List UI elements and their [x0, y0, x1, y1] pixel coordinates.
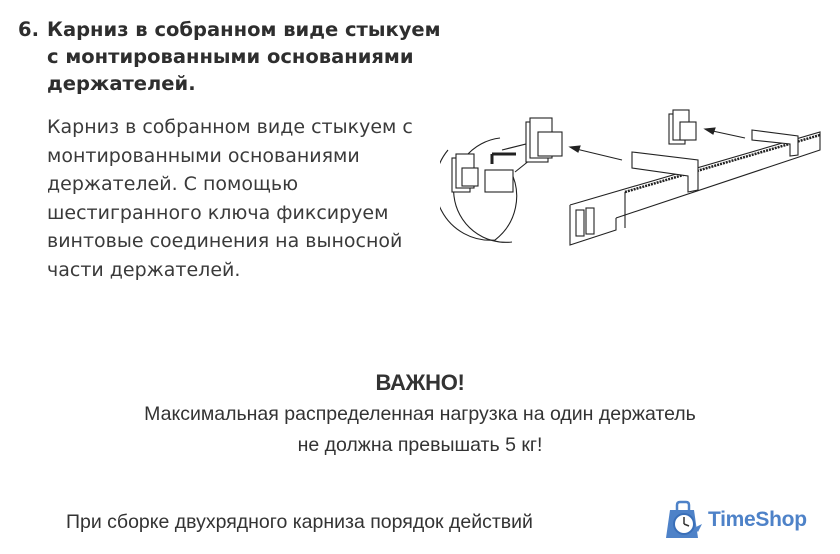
important-line-1: Максимальная распределенная нагрузка на … [144, 403, 696, 425]
timeshop-logo: TimeShop [664, 500, 807, 540]
curtain-rod-assembly-diagram [440, 109, 821, 246]
footer-text: При сборке двухрядного карниза порядок д… [66, 511, 533, 533]
logo-text: TimeShop [708, 508, 807, 531]
important-title: ВАЖНО! [375, 370, 465, 395]
step-number: 6. [18, 18, 39, 41]
step-title: Карниз в собранном виде стыкуем с монтир… [47, 18, 441, 95]
step-description: Карниз в собранном виде стыкуем с монтир… [47, 116, 413, 281]
important-line-2: не должна превышать 5 кг! [297, 434, 543, 456]
important-notice: ВАЖНО! Максимальная распределенная нагру… [0, 368, 840, 460]
step-heading: 6. Карниз в собранном виде стыкуем с мон… [18, 16, 458, 97]
clock-bag-icon [666, 500, 702, 538]
